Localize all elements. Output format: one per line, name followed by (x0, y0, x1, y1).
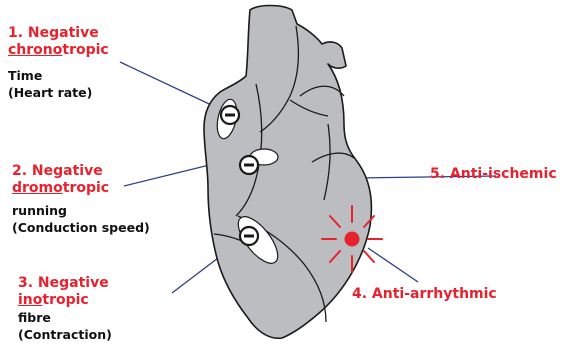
effect-detail: (Heart rate) (8, 84, 109, 101)
effect-detail: (Conduction speed) (12, 219, 150, 236)
effect-detail: fibre (18, 309, 112, 326)
term-suffix: tropic (63, 180, 109, 196)
term-suffix: tropic (62, 42, 108, 58)
leader-line-anti-arrhythmic (368, 248, 418, 282)
leader-line-chronotropic (120, 62, 222, 110)
effect-title: 3. Negative (18, 275, 112, 292)
red-starburst-icon (322, 206, 382, 272)
effect-title: 2. Negative (12, 163, 150, 180)
effect-detail: (Contraction) (18, 326, 112, 343)
negative-inotropic-label: 3. Negative inotropic fibre (Contraction… (18, 275, 112, 343)
term-root-underlined: ino (18, 292, 42, 308)
term-suffix: tropic (42, 292, 88, 308)
term-root-underlined: dromo (12, 180, 63, 196)
anti-arrhythmic-label: 4. Anti-arrhythmic (352, 286, 497, 303)
effect-title: 1. Negative (8, 25, 109, 42)
minus-circle-icon (221, 106, 239, 124)
minus-circle-icon (240, 156, 258, 174)
minus-circle-icon (240, 227, 258, 245)
effect-term: inotropic (18, 292, 112, 309)
negative-dromotropic-label: 2. Negative dromotropic running (Conduct… (12, 163, 150, 236)
effect-term: chronotropic (8, 42, 109, 59)
negative-chronotropic-label: 1. Negative chronotropic Time (Heart rat… (8, 25, 109, 101)
effect-detail: running (12, 202, 150, 219)
effect-detail: Time (8, 67, 109, 84)
heart-shape (204, 6, 371, 339)
term-root-underlined: chrono (8, 42, 62, 58)
anti-ischemic-label: 5. Anti-ischemic (430, 166, 557, 183)
effect-term: dromotropic (12, 180, 150, 197)
